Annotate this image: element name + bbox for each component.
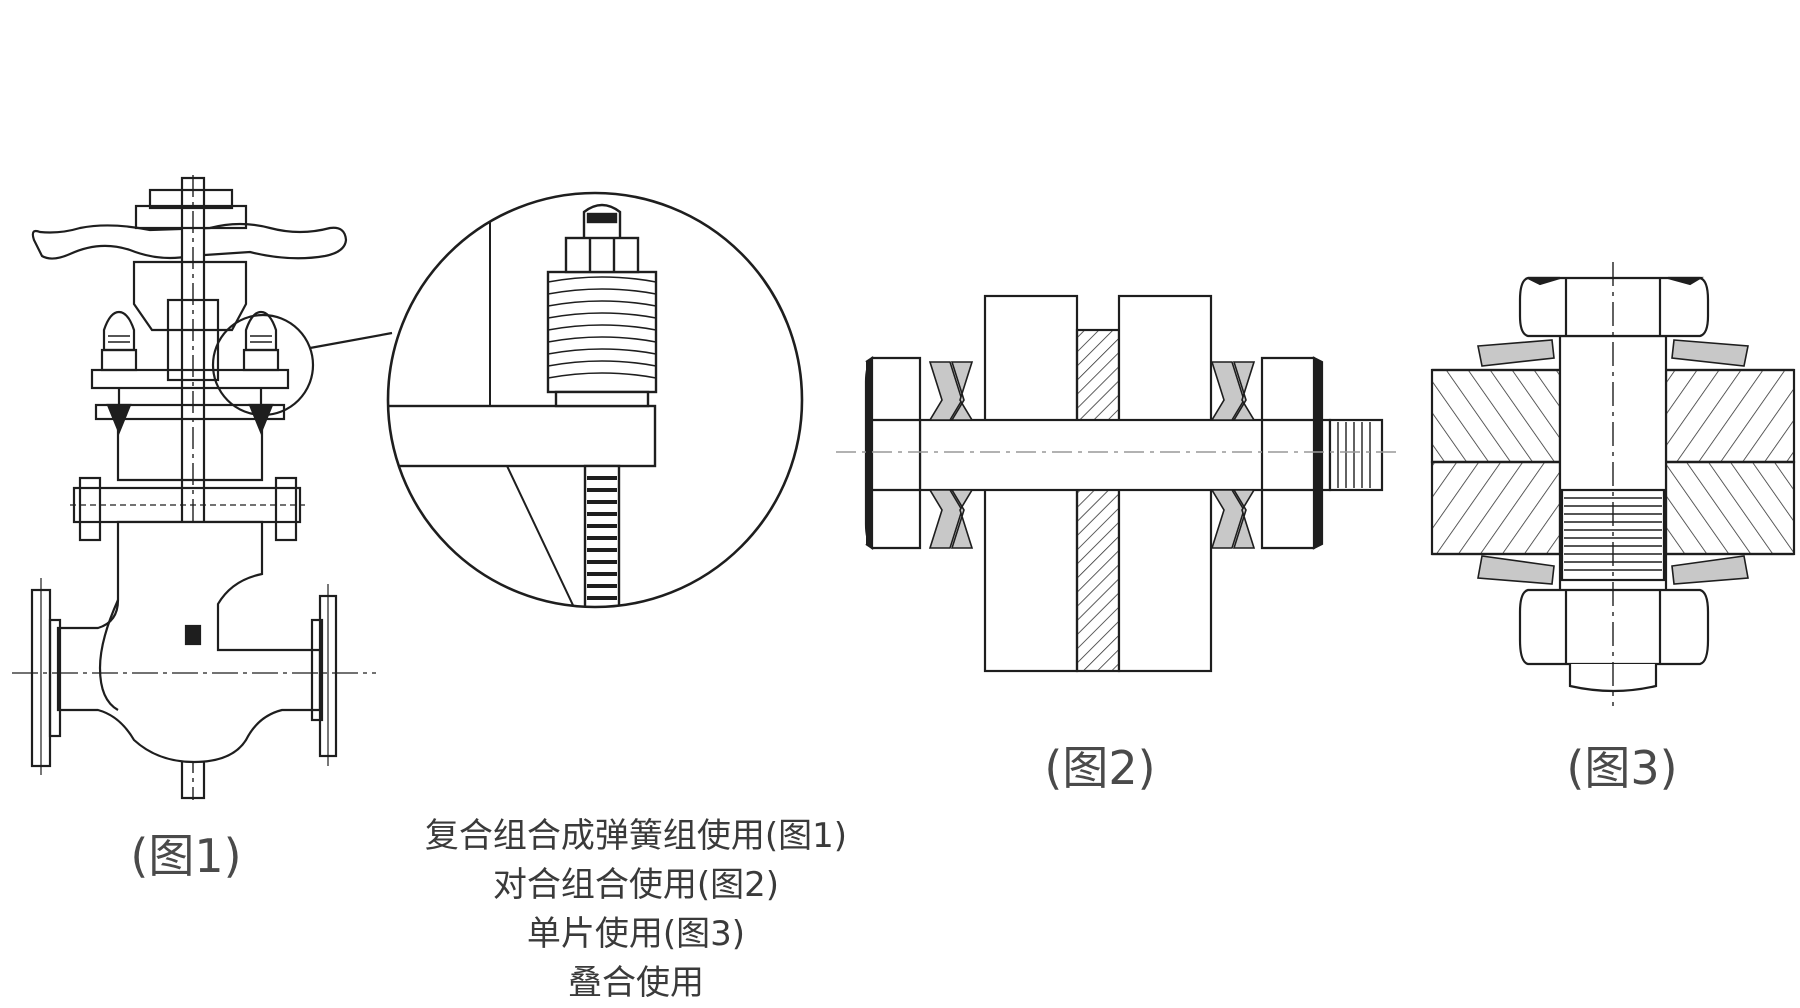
washer-pair-left bbox=[928, 361, 974, 549]
figure-1-caption: (图1) bbox=[130, 829, 242, 883]
upper-plate-left bbox=[1430, 368, 1562, 464]
zoom-circle bbox=[386, 191, 804, 609]
note-compound: 复合组合成弹簧组使用(图1) bbox=[424, 816, 848, 856]
upper-plate-right bbox=[1664, 368, 1796, 464]
figure-2-caption: (图2) bbox=[1044, 741, 1156, 795]
figure-2-paired-washers bbox=[836, 294, 1396, 673]
detail-circle bbox=[211, 313, 315, 417]
lower-plate-left bbox=[1430, 460, 1562, 556]
figure-3-caption: (图3) bbox=[1566, 741, 1678, 795]
usage-notes: 复合组合成弹簧组使用(图1) 对合组合使用(图2) 单片使用(图3) 叠合使用 bbox=[425, 812, 847, 1008]
figure-1-gate-valve bbox=[12, 175, 393, 800]
hex-head-top bbox=[1518, 276, 1710, 338]
zoom-detail bbox=[386, 191, 804, 609]
figure-3-single-washer bbox=[1430, 262, 1796, 706]
gland-bolt-left bbox=[102, 310, 136, 352]
washer-pair-right bbox=[1210, 361, 1256, 549]
spring-stack bbox=[546, 270, 658, 394]
note-single: 单片使用(图3) bbox=[526, 914, 746, 954]
gland-bolt-right bbox=[244, 310, 278, 352]
bolt-head bbox=[864, 355, 922, 551]
note-stacked: 叠合使用 bbox=[567, 963, 704, 1003]
lower-plate-right bbox=[1664, 460, 1796, 556]
hex-nut-bottom bbox=[1518, 588, 1710, 693]
single-washers bbox=[1477, 339, 1749, 585]
hex-nut bbox=[1260, 356, 1324, 550]
gasket-hatched bbox=[1075, 328, 1121, 673]
note-paired: 对合组合使用(图2) bbox=[492, 865, 780, 905]
